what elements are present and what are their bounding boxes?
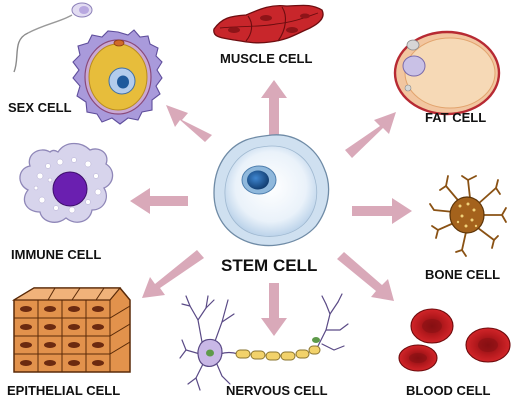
epithelial-cell-label: EPITHELIAL CELL (7, 383, 121, 398)
arrow-to-immune (130, 188, 188, 214)
muscle-cell-label: MUSCLE CELL (220, 51, 313, 66)
arrow-to-nervous (261, 283, 287, 336)
stem-cell-label: STEM CELL (221, 256, 318, 275)
nervous-cell-icon (179, 293, 349, 391)
arrow-to-epithelial (142, 250, 204, 298)
arrow-to-fat (345, 112, 396, 158)
nervous-cell-label: NERVOUS CELL (226, 383, 328, 398)
muscle-cell-icon (213, 4, 324, 44)
arrows (130, 80, 412, 336)
sex-cell-icon (13, 2, 163, 125)
sex-cell-label: SEX CELL (8, 100, 72, 115)
arrow-to-muscle (261, 80, 287, 138)
arrow-to-sex (166, 105, 212, 142)
blood-cell-label: BLOOD CELL (406, 383, 491, 398)
immune-cell-label: IMMUNE CELL (11, 247, 102, 262)
immune-cell-icon (19, 142, 114, 223)
arrow-to-bone (352, 198, 412, 224)
fat-cell-label: FAT CELL (425, 110, 487, 125)
arrow-to-blood (337, 252, 394, 301)
bone-cell-icon (429, 175, 507, 257)
bone-cell-label: BONE CELL (425, 267, 501, 282)
stem-cell-icon (213, 134, 330, 247)
fat-cell-icon (393, 30, 501, 116)
epithelial-cell-icon (11, 287, 131, 373)
blood-cell-icon (398, 308, 511, 372)
